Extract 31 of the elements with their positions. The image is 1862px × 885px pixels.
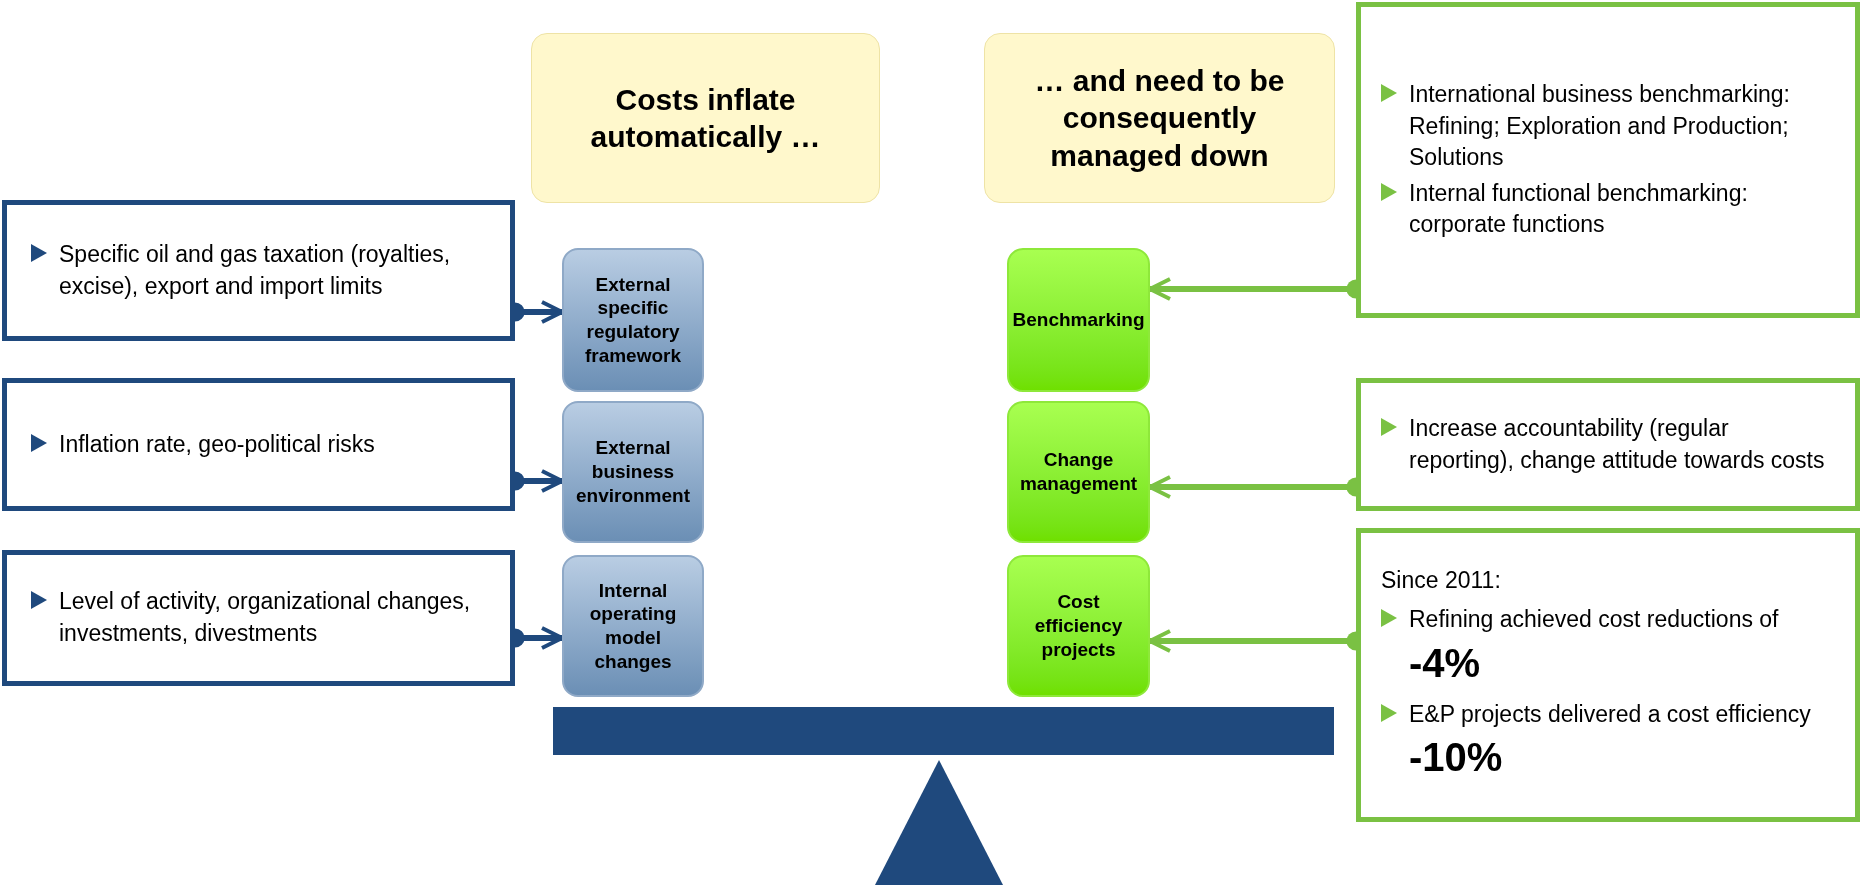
box-label: Internal operating model changes [588,578,678,674]
bullet-text: Internal functional benchmarking: corporate functions [1409,178,1749,240]
box-label: External business environment [575,436,691,508]
box-label: Benchmarking [1012,308,1145,332]
bullet-text: Level of activity, organizational changes, investments, divestments [59,587,472,648]
measure-box [1007,555,1150,697]
note-box [1356,2,1860,318]
bullet-text: Refining achieved cost reductions of -4% [1409,605,1780,687]
bullet-text: Specific oil and gas taxation (royalties, excise), export and import limits [59,239,452,301]
heading-box [984,33,1335,203]
box-label: Cost efficiency projects [1033,590,1124,662]
measure-box [1007,401,1150,543]
box-label: Change management [1018,448,1139,496]
box-label: Costs inflate automatically … [589,81,822,155]
measure-box [1007,248,1150,392]
note-box [1356,378,1860,511]
note-text: Since 2011: [1381,565,1502,595]
bullet-text: E&P projects delivered a cost efficiency -10% [1409,699,1812,782]
bullet-text: Increase accountability (regular reporting), change attitude towards costs [1409,413,1826,475]
factor-box [562,555,704,697]
heading-box [531,33,880,203]
bullet-text: International business benchmarking: Refining; Exploration and Production; Solutions [1409,79,1791,173]
note-box [2,200,515,341]
note-box [1356,528,1860,822]
box-label: … and need to be consequently managed down [1033,62,1286,174]
box-label: External specific regulatory framework [583,272,683,368]
note-box [2,378,515,511]
factor-box [562,248,704,392]
note-box [2,550,515,686]
bullet-text: Inflation rate, geo-political risks [59,429,375,459]
factor-box [562,401,704,543]
